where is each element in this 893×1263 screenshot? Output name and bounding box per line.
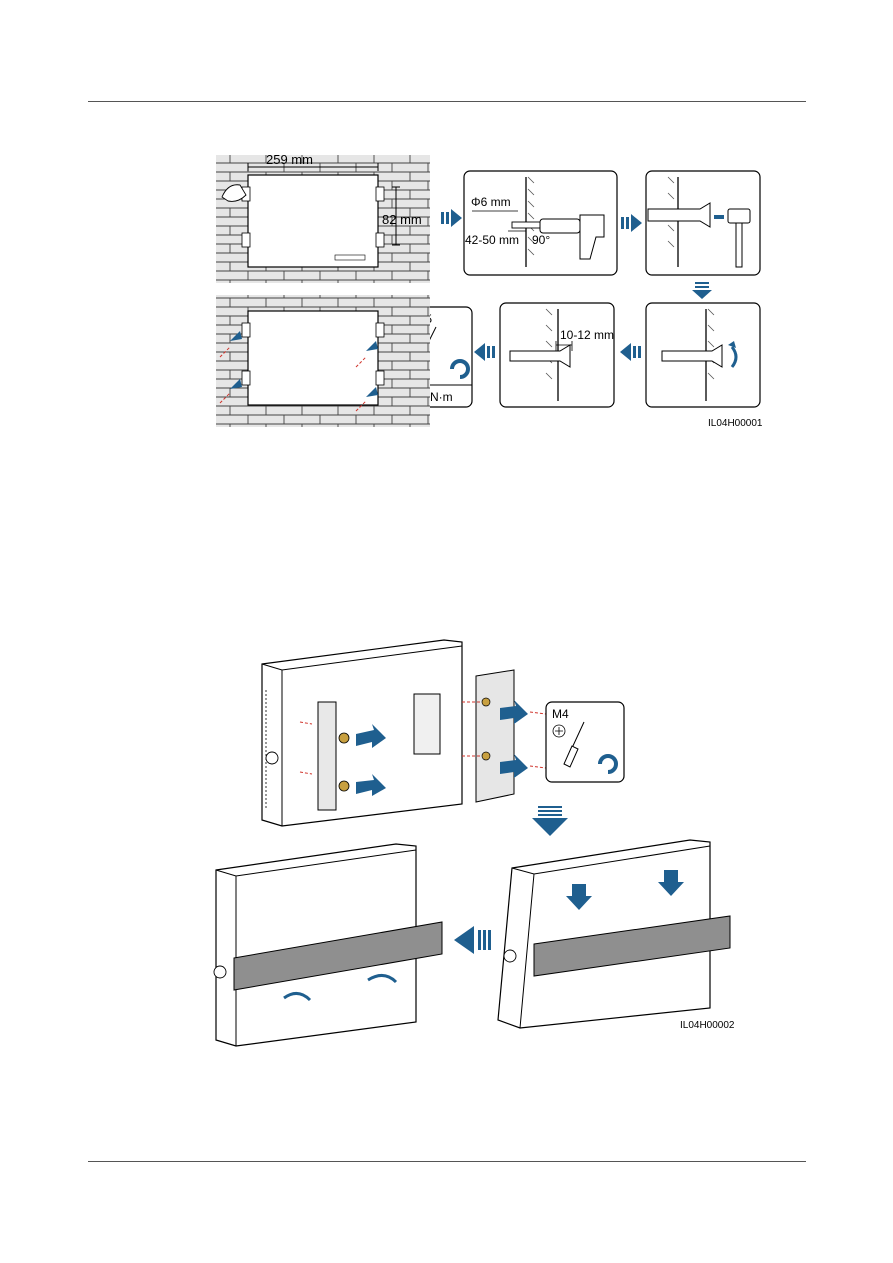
hole-diameter: Φ6 mm: [471, 195, 511, 209]
anchor-protrusion-panel: 10-12 mm: [499, 302, 615, 408]
step-arrow-down-2: [532, 806, 568, 836]
m4-tool-panel: M4: [545, 701, 625, 783]
height-dim: 82 mm: [382, 212, 422, 227]
step-arrow-right-2: [621, 214, 642, 232]
footer-rule: [88, 1161, 806, 1162]
width-dim: 259 mm: [266, 152, 313, 167]
drill-panel: Φ6 mm 42-50 mm 90°: [463, 170, 618, 276]
hand-marker: [221, 184, 247, 202]
din-rail-figure: M4 IL04H00002: [213, 639, 735, 1047]
header-rule: [88, 101, 806, 102]
protrusion-dim: 10-12 mm: [560, 328, 614, 342]
anchor-hammer-panel: [645, 170, 761, 276]
step-arrow-left-3: [454, 926, 491, 954]
figure-code-2: IL04H00002: [680, 1020, 735, 1031]
din-rail-left: [233, 921, 443, 991]
rotate-icon-2: [598, 754, 618, 774]
din-clip: [413, 693, 441, 755]
drill-angle: 90°: [532, 233, 550, 247]
figure-code-1: IL04H00001: [708, 418, 763, 429]
wall-panel-installed: [216, 295, 430, 427]
wall-panel-measure: 259 mm 82 mm: [216, 152, 430, 283]
din-rail-right: [533, 915, 731, 977]
rail-piece: [462, 669, 547, 803]
step-arrow-down: [692, 282, 712, 299]
anchor-tighten-panel: [645, 302, 761, 408]
step-arrow-left: [620, 343, 641, 361]
drill-depth: 42-50 mm: [465, 233, 519, 247]
device-outline: [247, 174, 379, 268]
m4-screw-type: M4: [552, 707, 569, 721]
device-mounted: [213, 843, 443, 1047]
rotate-icon: [450, 359, 470, 379]
wall-mount-figure: 259 mm 82 mm Φ6 mm 42-50 mm 90°: [216, 152, 763, 429]
device-rear-top: [261, 639, 463, 827]
device-hooking: [497, 839, 731, 1029]
bracket-left: [317, 701, 337, 811]
step-arrow-left-2: [474, 343, 495, 361]
step-arrow-right: [441, 209, 462, 227]
